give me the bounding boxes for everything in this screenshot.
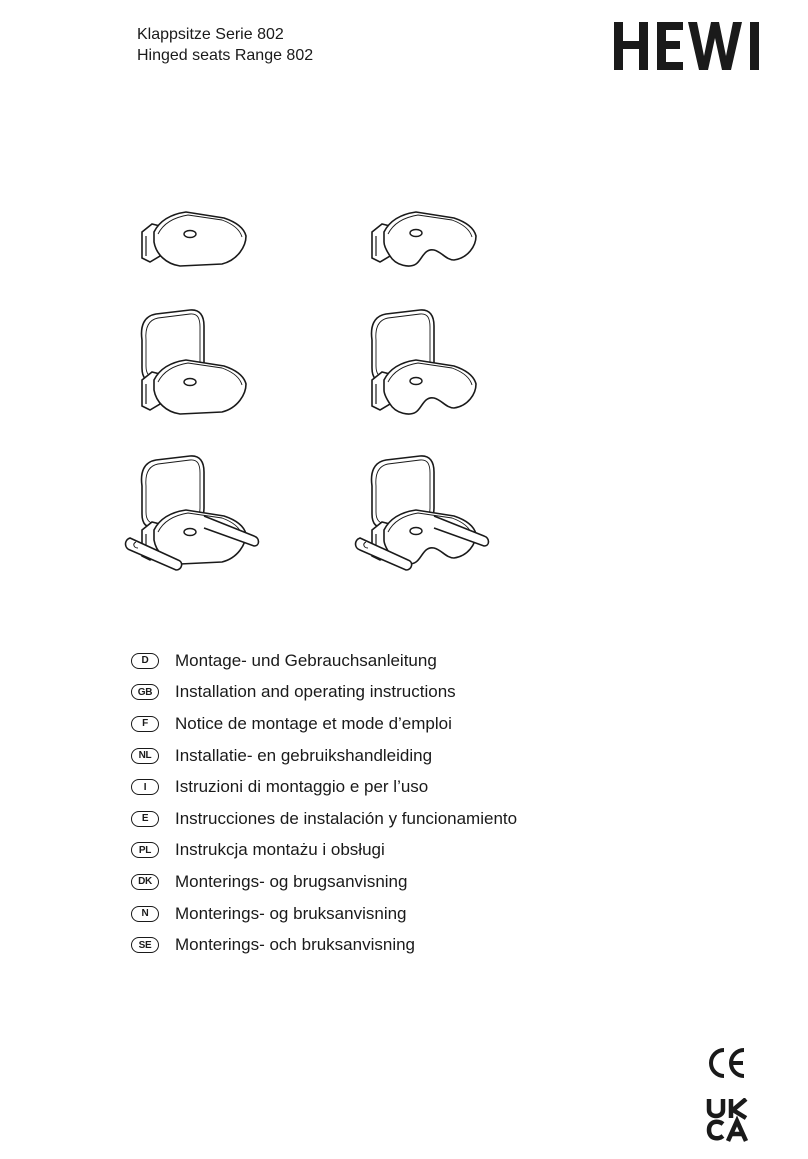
language-row-e: E Instrucciones de instalación y funcion… [131,803,517,835]
language-row-n: N Monterings- og bruksanvisning [131,898,517,930]
language-label: Notice de montage et mode d’emploi [175,713,452,733]
language-code-badge: E [131,810,159,827]
seat-u-shape-backrest-armrests-illustration [354,455,490,571]
language-label: Installation and operating instructions [175,682,456,702]
seat-u-shape-illustration [371,211,477,267]
language-code-badge: SE [131,937,159,954]
language-code-badge: DK [131,873,159,890]
language-code-badge: PL [131,842,159,859]
language-label: Instrukcja montażu i obsługi [175,840,385,860]
language-code-badge: F [131,715,159,732]
ukca-mark [706,1098,748,1142]
language-label: Istruzioni di montaggio e per l’uso [175,777,429,797]
seat-u-shape-backrest-illustration [370,309,477,415]
language-label: Monterings- och bruksanvisning [175,935,416,955]
header-titles: Klappsitze Serie 802 Hinged seats Range … [137,24,313,66]
language-code-badge: N [131,905,159,922]
language-code-badge: NL [131,747,159,764]
hewi-logo [614,22,759,70]
language-label: Instrucciones de instalación y funcionam… [175,808,518,828]
ce-mark [709,1048,745,1078]
language-row-dk: DK Monterings- og brugsanvisning [131,866,517,898]
language-row-nl: NL Installatie- en gebruikshandleiding [131,740,517,772]
seat-standard-backrest-illustration [140,309,247,415]
seat-standard-illustration [141,211,247,267]
language-label: Monterings- og brugsanvisning [175,871,408,891]
language-code-badge: GB [131,684,159,701]
language-row-pl: PL Instrukcja montażu i obsługi [131,835,517,867]
language-row-i: I Istruzioni di montaggio e per l’uso [131,771,517,803]
language-row-d: D Montage- und Gebrauchsanleitung [131,645,517,677]
title-german: Klappsitze Serie 802 [137,26,284,43]
language-row-gb: GB Installation and operating instructio… [131,677,517,709]
language-label: Monterings- og bruksanvisning [175,903,407,923]
product-illustrations [124,211,490,571]
language-list: D Montage- und Gebrauchsanleitung GB Ins… [131,645,517,961]
language-row-f: F Notice de montage et mode d’emploi [131,708,517,740]
language-label: Montage- und Gebrauchsanleitung [175,650,437,670]
language-row-se: SE Monterings- och bruksanvisning [131,929,517,961]
language-code-badge: D [131,652,159,669]
language-label: Installatie- en gebruikshandleiding [175,745,433,765]
seat-standard-backrest-armrests-illustration [124,455,260,571]
language-code-badge: I [131,779,159,796]
title-english: Hinged seats Range 802 [137,47,314,64]
